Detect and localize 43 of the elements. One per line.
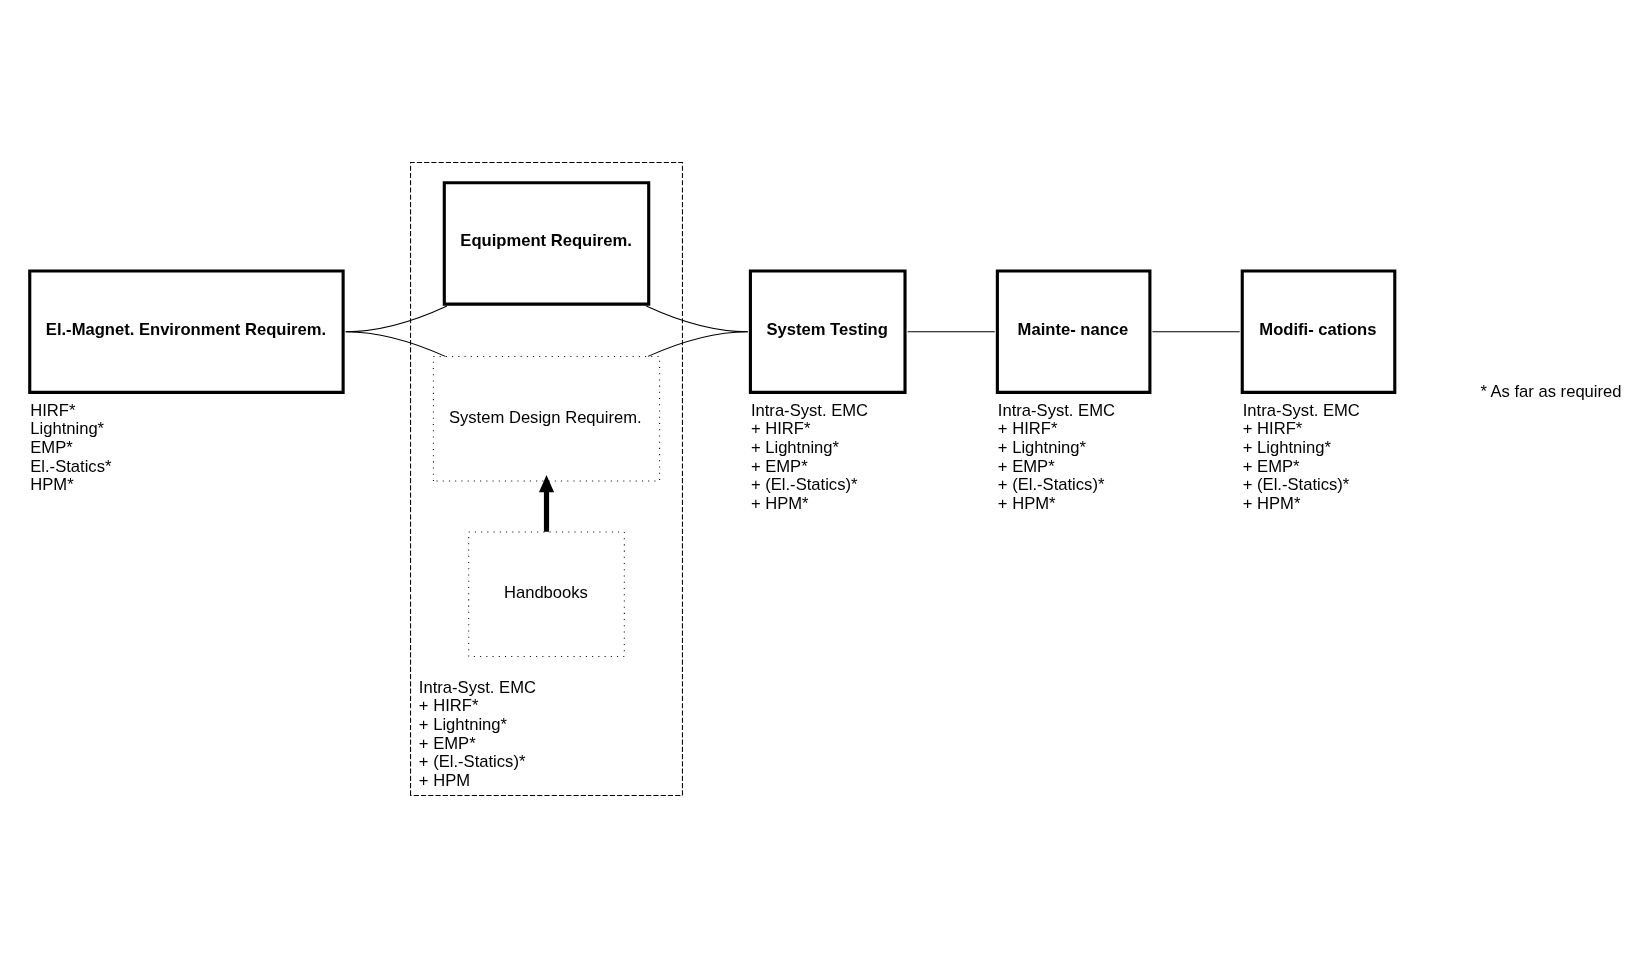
node-label: + EMP*: [997, 456, 1055, 476]
node-label: HPM*: [29, 474, 74, 494]
node-label: + EMP*: [1242, 456, 1299, 476]
node-label: + HPM: [418, 770, 470, 790]
node-box: System Testing: [748, 268, 907, 394]
node-label: + (El.-Statics)*: [997, 474, 1104, 494]
node-label: + HPM*: [750, 493, 809, 513]
node-label: + Lightning*: [1242, 437, 1331, 457]
node-label: HIRF*: [29, 400, 75, 419]
node-label: + HIRF*: [997, 418, 1057, 438]
node-label: + EMP*: [418, 733, 476, 753]
node-label: + (El.-Statics)*: [418, 751, 525, 771]
node-label: + HIRF*: [418, 695, 478, 715]
connector: [646, 330, 748, 357]
node-label: + HIRF*: [750, 418, 810, 438]
node-box: Handbooks: [467, 530, 625, 657]
node-box: El.-Magnet. Environment Requirem.: [27, 268, 345, 394]
connector: [906, 330, 995, 332]
node-label: + Lightning*: [750, 437, 839, 457]
node-label: + HIRF*: [1242, 418, 1302, 438]
connector: [344, 330, 446, 357]
node-label: El.-Statics*: [29, 456, 111, 476]
arrow: [538, 474, 554, 532]
node-label: + EMP*: [750, 456, 808, 476]
cluster: [409, 161, 683, 796]
node-label: + HPM*: [1242, 493, 1300, 513]
node-label: + Lightning*: [997, 437, 1086, 457]
node-label: + (El.-Statics)*: [750, 474, 857, 494]
label: * As far as required: [1479, 381, 1622, 401]
node-box: Equipment Requirem.: [442, 180, 650, 306]
node-box: System Design Requirem.: [432, 355, 660, 482]
node-label: Intra-Syst. EMC: [1242, 400, 1360, 419]
node-label: + Lightning*: [418, 714, 507, 734]
node-label: Intra-Syst. EMC: [750, 400, 868, 419]
node-label: EMP*: [29, 437, 73, 457]
node-box: Mainte- nance: [995, 268, 1151, 394]
node-label: Intra-Syst. EMC: [418, 677, 536, 697]
node-label: Lightning*: [29, 418, 104, 438]
connector: [1151, 330, 1240, 332]
node-label: + HPM*: [997, 493, 1056, 513]
node-box: Modifi- cations: [1240, 268, 1396, 394]
node-label: Intra-Syst. EMC: [997, 400, 1115, 419]
node-label: + (El.-Statics)*: [1242, 474, 1349, 494]
